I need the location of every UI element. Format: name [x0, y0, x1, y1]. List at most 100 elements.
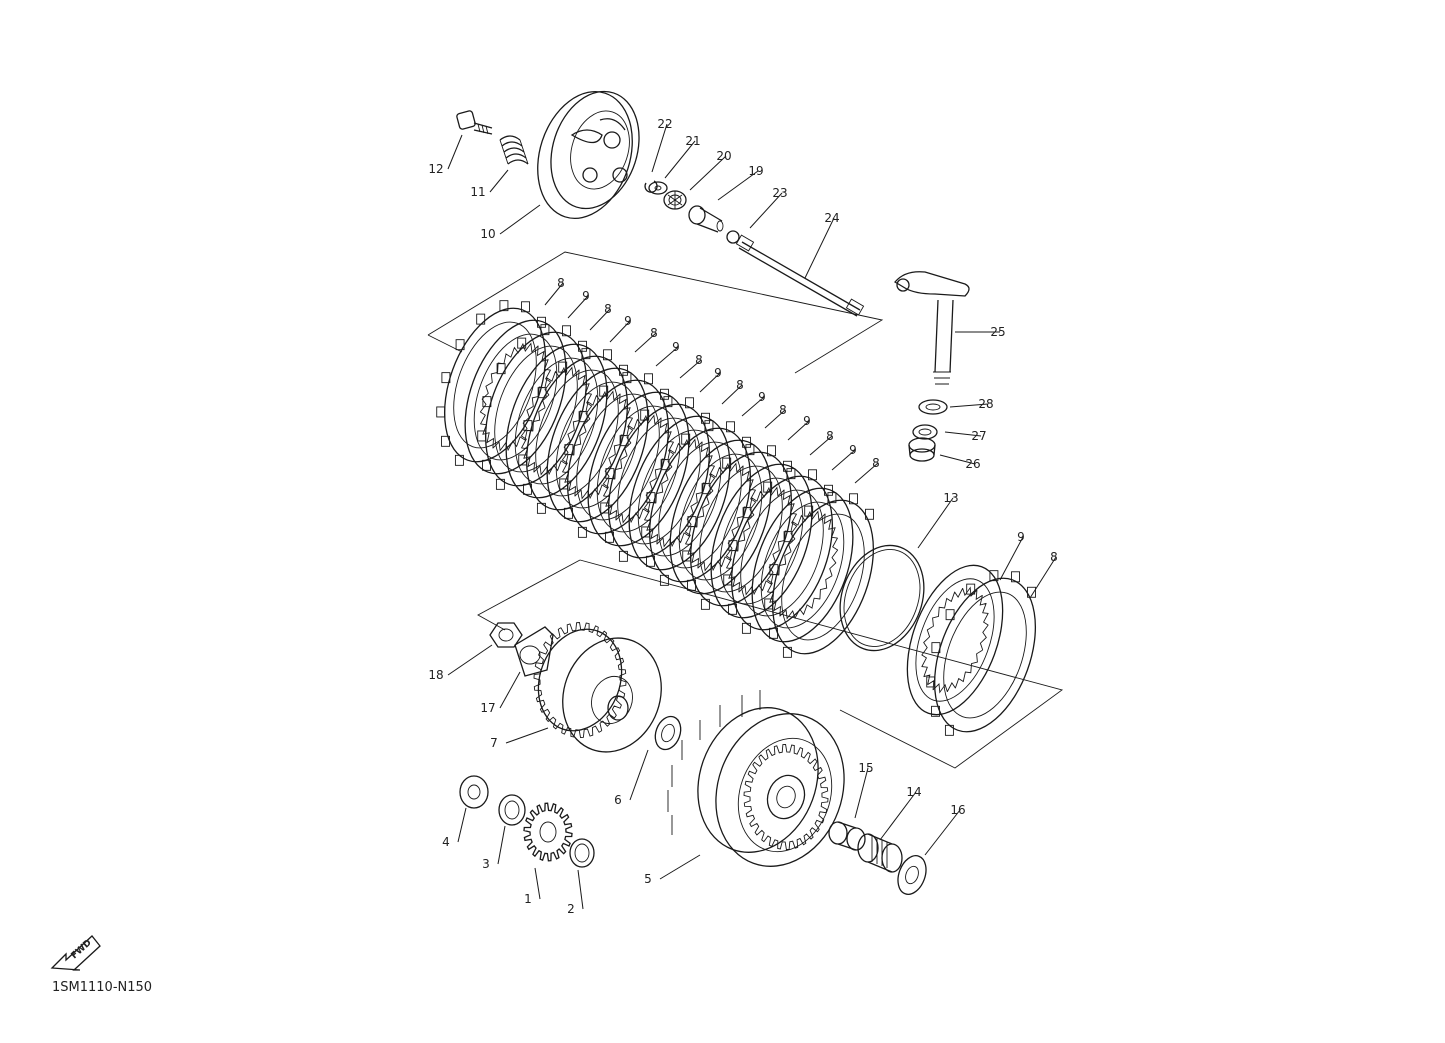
leader-line — [629, 749, 649, 801]
leader-line — [831, 449, 856, 471]
nut-part-18 — [489, 622, 523, 648]
friction-plate — [926, 570, 1037, 736]
callout-label: 25 — [990, 325, 1005, 339]
leader-line — [809, 435, 833, 456]
callout-label: 9 — [758, 390, 766, 404]
callout-label: 11 — [470, 185, 485, 199]
leader-line — [924, 809, 961, 856]
washer-part-6 — [654, 715, 682, 751]
washer-part-16 — [897, 855, 927, 895]
separate-plates — [906, 564, 1037, 736]
clutch-housing-part-5 — [667, 690, 845, 867]
leader-line — [609, 320, 631, 343]
collar-part-2 — [569, 838, 595, 868]
leader-line — [999, 536, 1024, 581]
clutch-plate — [906, 564, 1004, 716]
callout-label: 9 — [803, 414, 811, 428]
leader-line — [489, 169, 509, 193]
reference-code: 1SM1110-N150 — [52, 980, 153, 995]
leader-line — [447, 134, 463, 170]
friction-plate — [682, 444, 793, 610]
wire-ring-part-13 — [839, 544, 925, 652]
callout-label: 12 — [428, 162, 443, 176]
circlip-part-22 — [644, 180, 658, 193]
callout-label: 13 — [943, 491, 958, 505]
leader-line — [749, 192, 783, 229]
plate-stack — [436, 300, 875, 658]
leader-line — [505, 727, 549, 744]
callout-label: 21 — [685, 134, 700, 148]
bearing-part-26 — [908, 437, 936, 462]
callout-label: 8 — [736, 378, 744, 392]
callout-label: 9 — [1017, 530, 1025, 544]
friction-plate — [518, 348, 629, 514]
leader-line — [655, 346, 679, 367]
leader-line — [634, 332, 657, 353]
push-rod-part-19 — [688, 205, 724, 233]
callout-label: 27 — [971, 429, 986, 443]
friction-plate — [764, 492, 875, 658]
leader-line — [651, 123, 668, 173]
callout-label: 8 — [779, 403, 787, 417]
callout-label: 10 — [480, 227, 495, 241]
callout-label: 8 — [1050, 550, 1058, 564]
push-rod-part-24 — [735, 234, 865, 317]
callout-label: 19 — [748, 164, 763, 178]
callout-label: 24 — [824, 211, 839, 225]
callout-label: 9 — [624, 314, 632, 328]
clutch-plate — [751, 487, 854, 643]
callout-label: 9 — [582, 289, 590, 303]
leader-line — [854, 462, 879, 484]
leader-line — [699, 372, 721, 393]
washer-part-4 — [459, 775, 489, 809]
leader-line — [717, 170, 759, 201]
callout-label: 5 — [644, 872, 652, 886]
collar-part-15 — [828, 821, 866, 851]
clutch-plate — [628, 415, 731, 571]
leader-lines — [447, 123, 1057, 910]
callout-labels: 1234567888888888999999991011121314151617… — [428, 117, 1057, 916]
leader-line — [944, 431, 982, 437]
leader-line — [544, 282, 564, 306]
callout-label: 9 — [672, 340, 680, 354]
callout-label: 6 — [614, 793, 622, 807]
callout-label: 22 — [657, 117, 672, 131]
leader-line — [949, 403, 989, 408]
fwd-label: FWD — [70, 938, 94, 961]
leader-line — [457, 807, 467, 843]
spring-part-11 — [499, 135, 529, 165]
friction-plate — [641, 420, 752, 586]
push-lever-part-25 — [894, 271, 970, 385]
callout-label: 15 — [858, 761, 873, 775]
callout-label: 7 — [490, 736, 498, 750]
callout-label: 14 — [906, 785, 921, 799]
callout-label: 23 — [772, 186, 787, 200]
pressure-plate-part-10 — [537, 90, 640, 220]
leader-line — [499, 671, 521, 709]
leader-line — [567, 295, 589, 319]
washer-part-3 — [498, 794, 526, 826]
leader-line — [879, 791, 917, 841]
callout-label: 2 — [567, 902, 575, 916]
friction-plate — [477, 324, 588, 490]
leader-line — [804, 217, 835, 279]
bolt-part-12 — [456, 110, 493, 135]
callout-label: 16 — [950, 803, 965, 817]
leader-line — [447, 644, 493, 676]
leader-line — [499, 204, 541, 235]
callout-label: 17 — [480, 701, 495, 715]
leader-line — [664, 140, 696, 179]
leader-line — [741, 396, 765, 417]
friction-plate — [436, 300, 547, 466]
leader-line — [589, 308, 611, 331]
clutch-boss-part-7 — [533, 622, 662, 753]
bearing-part-20 — [663, 190, 687, 210]
callout-label: 9 — [849, 443, 857, 457]
friction-plate — [559, 372, 670, 538]
callout-label: 3 — [482, 857, 490, 871]
callout-label: 26 — [965, 457, 980, 471]
leader-line — [1029, 556, 1057, 599]
callout-label: 28 — [978, 397, 993, 411]
plate-stack-bracket — [427, 251, 1064, 769]
